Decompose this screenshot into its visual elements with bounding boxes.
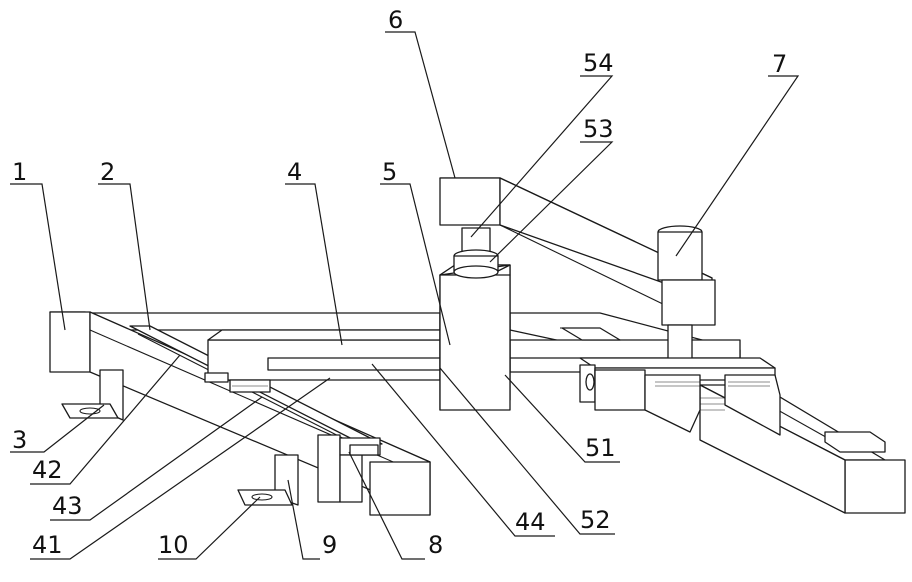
mounting-foot-left: [62, 370, 123, 420]
label-2: 2: [100, 158, 115, 186]
vertical-column: [440, 265, 510, 410]
leader-6: [385, 32, 455, 178]
leader-1: [10, 184, 65, 330]
label-7: 7: [772, 50, 787, 78]
label-9: 9: [322, 531, 337, 559]
label-53: 53: [583, 115, 614, 143]
label-54: 54: [583, 49, 614, 77]
label-42: 42: [32, 456, 63, 484]
label-43: 43: [52, 492, 83, 520]
label-10: 10: [158, 531, 189, 559]
coupling-53-54: [454, 228, 498, 278]
label-6: 6: [388, 6, 403, 34]
label-1: 1: [12, 158, 27, 186]
label-41: 41: [32, 531, 63, 559]
leader-7: [676, 76, 798, 256]
label-3: 3: [12, 426, 27, 454]
mounting-foot-right: [238, 455, 298, 505]
label-52: 52: [580, 506, 611, 534]
leader-2: [98, 184, 150, 330]
label-51: 51: [585, 434, 616, 462]
label-4: 4: [287, 158, 302, 186]
label-5: 5: [382, 158, 397, 186]
label-44: 44: [515, 508, 546, 536]
label-8: 8: [428, 531, 443, 559]
